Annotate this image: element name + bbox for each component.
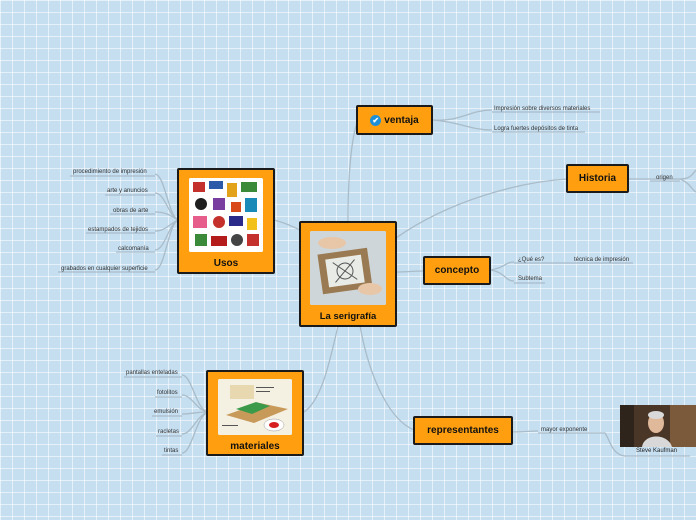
materiales-item-5[interactable]: tintas xyxy=(164,448,179,454)
usos-image xyxy=(189,178,263,252)
concepto-question[interactable]: ¿Qué es? xyxy=(518,257,545,263)
ventaja-node[interactable]: ✔ ventaja xyxy=(356,105,433,135)
materiales-node[interactable]: materiales xyxy=(206,370,304,456)
usos-item-4[interactable]: estampados de tejidos xyxy=(88,227,149,233)
concepto-node[interactable]: concepto xyxy=(423,256,491,285)
central-node[interactable]: La serigrafía xyxy=(299,221,397,327)
serigraphy-image xyxy=(310,231,386,305)
concepto-answer[interactable]: técnica de impresión xyxy=(574,257,630,263)
materiales-item-2[interactable]: fotolitos xyxy=(157,390,178,396)
ventaja-item-2[interactable]: Logra fuertes depósitos de tinta xyxy=(494,126,579,132)
materiales-item-3[interactable]: emulsión xyxy=(154,409,179,415)
materiales-title: materiales xyxy=(230,441,280,452)
historia-item-origen[interactable]: origen xyxy=(656,175,673,181)
central-title: La serigrafía xyxy=(319,311,377,322)
usos-title: Usos xyxy=(213,258,239,269)
materiales-item-1[interactable]: pantallas enteladas xyxy=(126,370,178,376)
steve-kaufman-photo xyxy=(620,405,696,447)
ventaja-title: ventaja xyxy=(384,114,419,126)
historia-node[interactable]: Historia xyxy=(566,164,629,193)
ventaja-item-1[interactable]: Impresión sobre diversos materiales xyxy=(494,106,591,112)
historia-title: Historia xyxy=(578,173,617,184)
usos-item-6[interactable]: grabados en cualquier superficie xyxy=(61,266,148,272)
representantes-item[interactable]: mayor exponente xyxy=(541,427,588,433)
concepto-subtopic[interactable]: Subtema xyxy=(518,276,543,282)
representantes-title: representantes xyxy=(427,425,499,436)
usos-node[interactable]: Usos xyxy=(177,168,275,274)
usos-item-3[interactable]: obras de arte xyxy=(113,208,149,214)
steve-kaufman-caption: Steve Kaufman xyxy=(636,448,678,454)
materiales-item-4[interactable]: racletas xyxy=(158,429,180,435)
usos-item-5[interactable]: calcomanía xyxy=(118,246,149,252)
checkmark-icon: ✔ xyxy=(370,114,382,126)
usos-item-1[interactable]: procedimiento de impresión xyxy=(73,169,147,175)
concepto-title: concepto xyxy=(434,265,480,276)
usos-item-2[interactable]: arte y anuncios xyxy=(107,188,148,194)
materiales-image xyxy=(218,379,292,435)
representantes-node[interactable]: representantes xyxy=(413,416,513,445)
